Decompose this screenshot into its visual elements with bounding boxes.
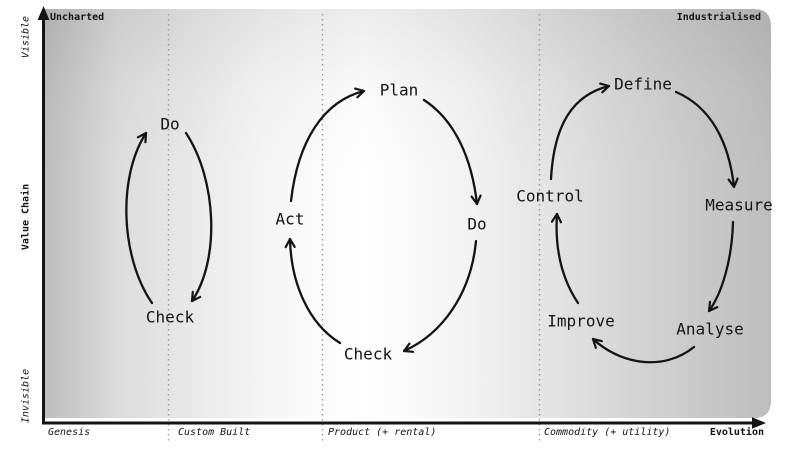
arrow-do-to-check-pdca — [402, 239, 478, 353]
plot-background-shading — [45, 9, 771, 418]
cycle-node-act: Act — [275, 209, 305, 229]
arrow-do-to-check — [184, 131, 213, 303]
cycle-node-analyse: Analyse — [676, 319, 744, 339]
cycle-node-measure: Measure — [705, 195, 773, 215]
y-axis-arrowhead — [37, 6, 50, 20]
arrow-measure-to-analyse — [707, 220, 735, 313]
region-label-industrialised: Industrialised — [676, 12, 761, 23]
arrow-analyse-to-improve — [591, 337, 696, 364]
cycle-node-improve: Improve — [547, 311, 615, 331]
arrow-control-to-define — [549, 82, 611, 181]
cycle-node-define: Define — [614, 74, 672, 94]
y-axis-label-invisible: Invisible — [20, 368, 32, 424]
stage-label-genesis: Genesis — [48, 427, 91, 438]
region-label-uncharted: Uncharted — [50, 12, 105, 23]
cycle-node-plan: Plan — [379, 80, 419, 100]
cycle-node-check-1: Check — [145, 307, 195, 327]
cycle-node-do-2: Do — [467, 214, 487, 234]
arrow-check-to-act — [284, 237, 342, 345]
arrow-plan-to-do — [422, 98, 482, 206]
y-axis-label-value-chain: Value Chain — [20, 183, 32, 251]
x-axis-label-evolution: Evolution — [709, 427, 764, 438]
arrow-check-to-do — [125, 131, 154, 305]
arrow-improve-to-control — [550, 212, 580, 305]
stage-label-commodity: Commodity (+ utility) — [544, 427, 671, 438]
cycle-node-control: Control — [516, 186, 584, 206]
stage-label-product: Product (+ rental) — [328, 427, 437, 438]
arrow-define-to-measure — [674, 90, 739, 189]
y-axis-label-visible: Visible — [20, 15, 32, 59]
x-axis-arrowhead — [752, 417, 766, 429]
cycle-node-do-1: Do — [160, 114, 180, 134]
stage-label-custom-built: Custom Built — [178, 427, 251, 438]
arrow-act-to-plan — [289, 87, 366, 203]
cycle-node-check-2: Check — [343, 344, 393, 364]
